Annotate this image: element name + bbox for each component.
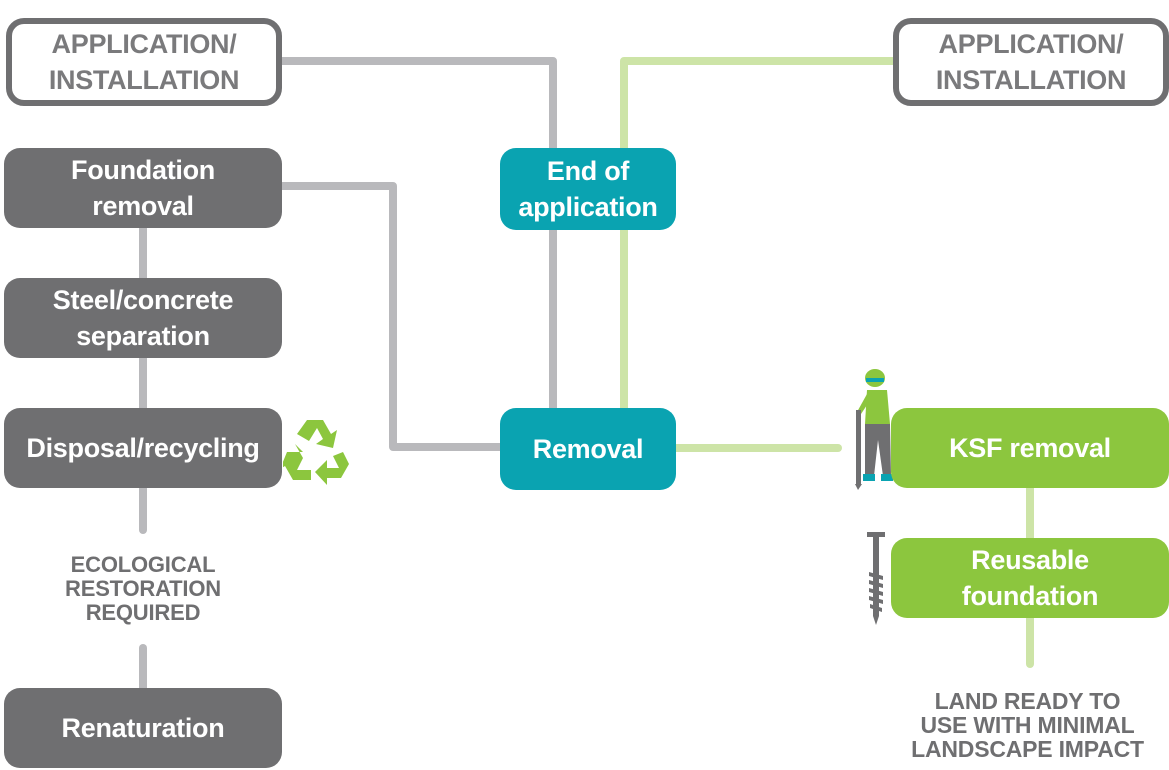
renaturation-box: Renaturation: [4, 688, 282, 768]
ecological-restoration-note: ECOLOGICAL RESTORATION REQUIRED: [65, 552, 221, 625]
foundation-removal-box: Foundation removal: [4, 148, 282, 228]
removal-box: Removal: [500, 408, 676, 490]
end-of-application-box: End of application: [500, 148, 676, 230]
reusable-foundation-box: Reusable foundation: [891, 538, 1169, 618]
steel-concrete-separation-box: Steel/concrete separation: [4, 278, 282, 358]
ksf-removal-box: KSF removal: [891, 408, 1169, 488]
connector-right-app-to-end: [620, 57, 897, 194]
right-application-box: APPLICATION/ INSTALLATION: [893, 18, 1169, 106]
recycle-icon: [283, 420, 349, 485]
disposal-recycling-box: Disposal/recycling: [4, 408, 282, 488]
left-application-box: APPLICATION/ INSTALLATION: [6, 18, 282, 106]
screw-pile-icon: [867, 532, 885, 625]
connector-foundation-to-removal: [278, 182, 504, 451]
connector-left-app-to-end: [276, 57, 557, 194]
land-ready-note: LAND READY TO USE WITH MINIMAL LANDSCAPE…: [911, 688, 1144, 762]
worker-icon: [855, 369, 893, 490]
